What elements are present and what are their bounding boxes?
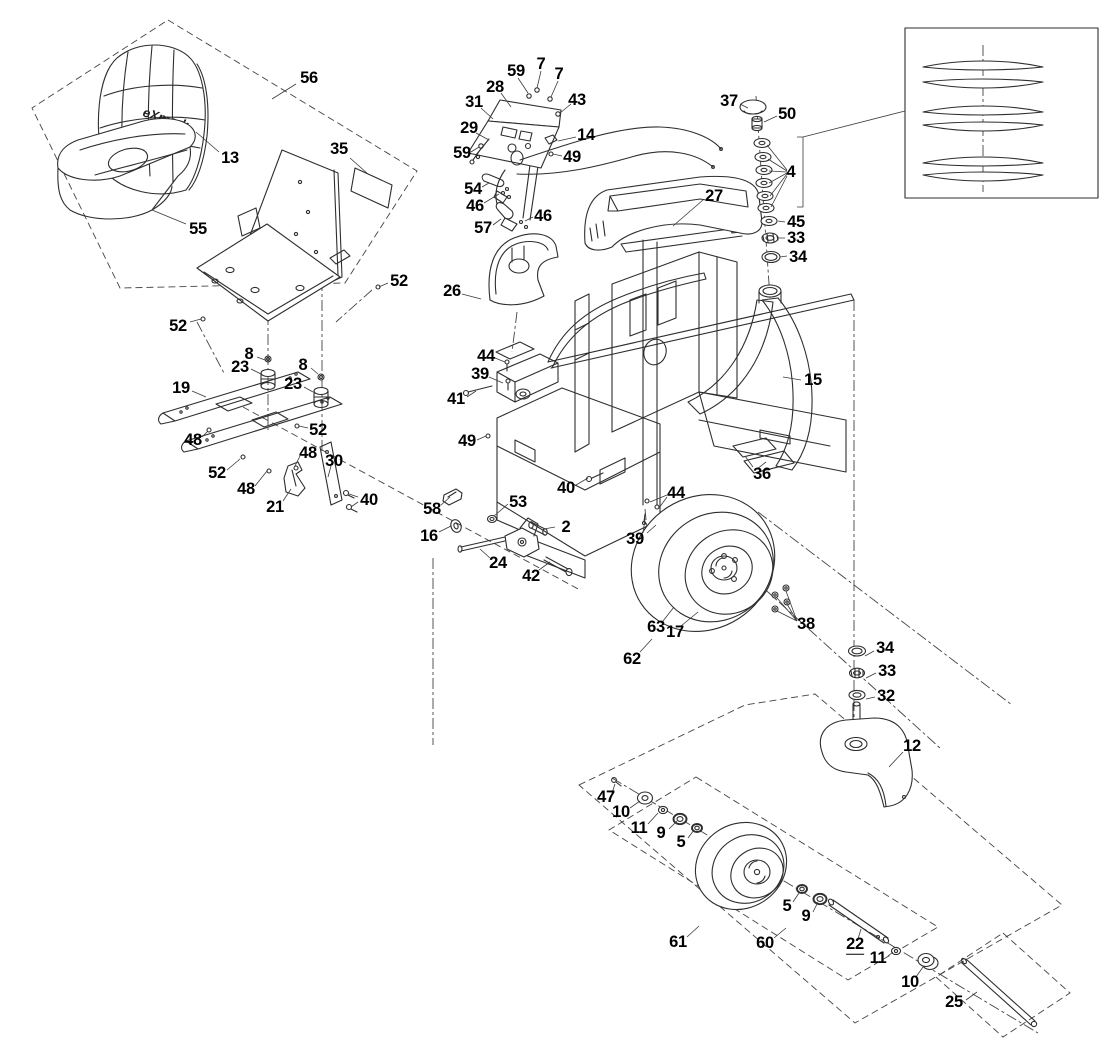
- tire-60: [694, 821, 788, 911]
- mount-23b: [313, 386, 329, 409]
- screw-48a: [206, 427, 212, 433]
- screw-59: [526, 93, 532, 99]
- control-panel: [467, 87, 723, 232]
- fork-12: [819, 717, 913, 808]
- cable-upper: [519, 126, 722, 161]
- steering-stack: [739, 99, 781, 264]
- lug-nuts-38: [771, 584, 791, 613]
- washer-32: [848, 689, 866, 701]
- bracket-21: [283, 461, 306, 497]
- rear-wheel: [630, 493, 791, 633]
- steering-boss: [758, 284, 782, 298]
- leader-lines: [151, 70, 978, 1001]
- pin-39: [505, 378, 511, 384]
- screw-48c: [266, 468, 272, 474]
- caster-wheel: [611, 777, 1038, 1028]
- bearing-33b: [848, 667, 866, 679]
- bolt-42: [543, 556, 569, 573]
- cap-37: [739, 99, 767, 115]
- clip-58: [442, 488, 463, 506]
- screw-52d: [240, 454, 246, 460]
- nut-8a: [264, 355, 272, 363]
- washer-10a: [636, 791, 654, 805]
- bracket-36: [732, 437, 795, 474]
- linkage-parts: [442, 488, 573, 577]
- seat-illustration: eXmark: [57, 44, 209, 220]
- console-27: [584, 175, 763, 251]
- bolt-44: [504, 359, 510, 365]
- seat-plate: [196, 149, 393, 322]
- clamp-14: [544, 134, 558, 145]
- screw-43: [555, 111, 561, 117]
- screw-7: [534, 87, 540, 93]
- nut-8b: [317, 373, 325, 381]
- dashed-boundaries: [31, 19, 1071, 1038]
- screw-48b: [293, 465, 299, 471]
- tire-17: [630, 493, 776, 633]
- screw-52b: [200, 316, 206, 322]
- console-pods: [488, 175, 763, 306]
- console-26: [488, 233, 559, 306]
- rail-lower: [185, 396, 343, 450]
- screw-7b: [547, 96, 553, 102]
- screw-52a: [375, 284, 381, 290]
- caster-fork: [819, 645, 913, 808]
- rod-24: [460, 536, 506, 552]
- bolt-40: [585, 475, 593, 483]
- rod-25: [961, 958, 1036, 1026]
- bearing-9b: [812, 892, 828, 906]
- bolt-40a: [342, 489, 350, 497]
- washer-45: [760, 215, 778, 227]
- bolt-41: [462, 389, 470, 397]
- cable-lower: [516, 151, 714, 175]
- washers-4: [753, 137, 775, 214]
- nut-50: [751, 118, 763, 129]
- nut-53: [486, 514, 498, 524]
- screw-49b: [548, 151, 554, 157]
- lever-54: [481, 173, 505, 187]
- bellcrank: [504, 527, 540, 558]
- screw-59b: [478, 143, 484, 149]
- washer-11b: [890, 946, 902, 956]
- detail-box: [904, 27, 1099, 199]
- ring-34b: [847, 645, 867, 657]
- screw-49: [485, 433, 491, 439]
- mount-23a: [260, 368, 276, 391]
- bearing-5a: [691, 823, 703, 833]
- axle-22: [828, 899, 889, 944]
- rail-upper: [162, 371, 311, 422]
- grommet-16: [450, 519, 462, 533]
- lever-57: [495, 202, 514, 220]
- bearing-33: [761, 232, 779, 244]
- screw-52c: [294, 423, 300, 429]
- strap-30: [319, 441, 343, 506]
- bolt-47: [611, 777, 617, 783]
- rim-63: [701, 545, 753, 595]
- bearing-5b: [796, 884, 808, 894]
- washer-11a: [657, 805, 669, 815]
- seat-mount: [158, 284, 381, 513]
- decal-35: [350, 167, 393, 209]
